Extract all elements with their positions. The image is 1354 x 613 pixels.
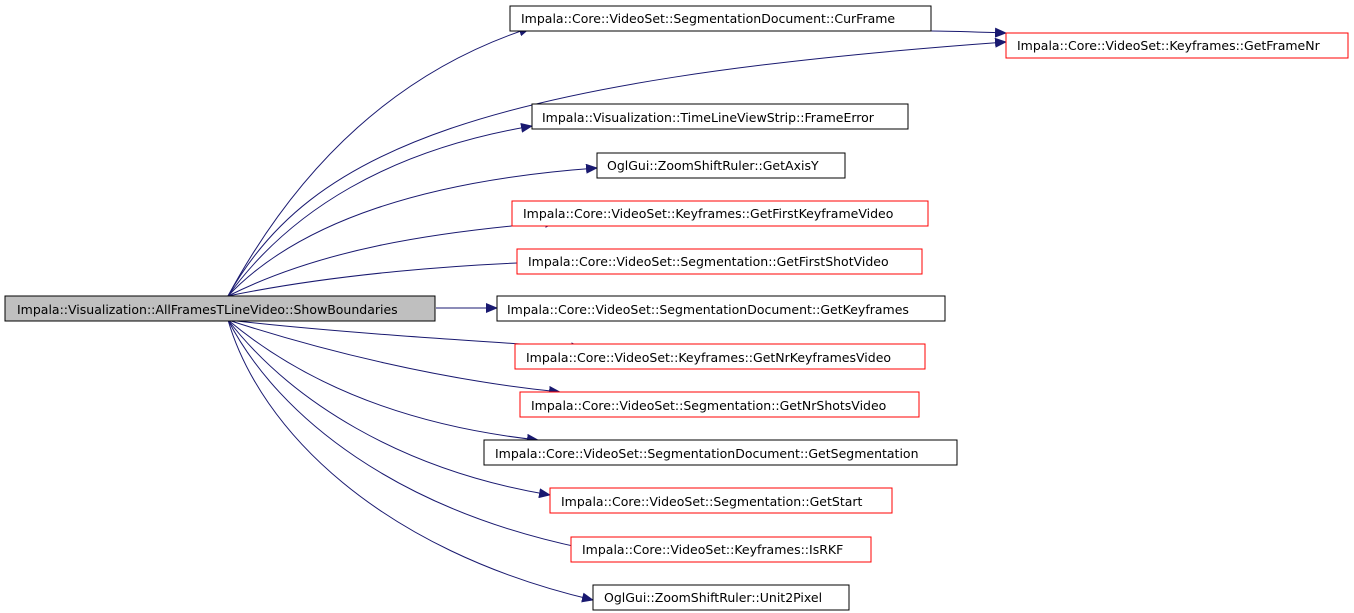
node-getfirstkf[interactable]: Impala::Core::VideoSet::Keyframes::GetFi… [511,200,929,227]
root-node-label: Impala::Visualization::AllFramesTLineVid… [17,302,398,317]
root-node[interactable]: Impala::Visualization::AllFramesTLineVid… [4,295,436,322]
node-getkeyframes[interactable]: Impala::Core::VideoSet::SegmentationDocu… [496,295,946,322]
node-label: Impala::Core::VideoSet::Keyframes::GetFr… [1017,38,1321,53]
node-label: Impala::Core::VideoSet::Keyframes::IsRKF [582,542,843,557]
edge-curframe-to-getframenr [930,27,1007,38]
node-label: Impala::Core::VideoSet::Keyframes::GetFi… [523,206,893,221]
node-getsegmentation[interactable]: Impala::Core::VideoSet::SegmentationDocu… [483,439,958,466]
edge-to-frameerror [227,122,533,297]
node-curframe[interactable]: Impala::Core::VideoSet::SegmentationDocu… [509,5,932,32]
node-getstart[interactable]: Impala::Core::VideoSet::Segmentation::Ge… [549,487,893,514]
node-label: OglGui::ZoomShiftRuler::Unit2Pixel [604,590,822,605]
edge-to-getfirstkf [227,217,557,297]
edge-to-getaxisy [227,163,598,297]
node-label: OglGui::ZoomShiftRuler::GetAxisY [607,158,819,173]
node-getnrkf[interactable]: Impala::Core::VideoSet::Keyframes::GetNr… [514,343,926,370]
edge-to-getsegmentation [227,319,539,444]
node-getfirstshot[interactable]: Impala::Core::VideoSet::Segmentation::Ge… [516,248,923,275]
node-frameerror[interactable]: Impala::Visualization::TimeLineViewStrip… [531,103,909,130]
node-unit2pixel[interactable]: OglGui::ZoomShiftRuler::Unit2Pixel [592,584,850,611]
node-isrkf[interactable]: Impala::Core::VideoSet::Keyframes::IsRKF [570,536,872,563]
node-getaxisy[interactable]: OglGui::ZoomShiftRuler::GetAxisY [596,152,846,179]
edge-to-unit2pixel [227,319,594,603]
call-edges [227,26,1007,603]
node-getnrshots[interactable]: Impala::Core::VideoSet::Segmentation::Ge… [519,391,920,418]
edge-to-curframe [227,26,531,297]
node-label: Impala::Core::VideoSet::Segmentation::Ge… [561,494,863,509]
node-label: Impala::Visualization::TimeLineViewStrip… [542,110,875,125]
node-getframenr[interactable]: Impala::Core::VideoSet::Keyframes::GetFr… [1005,32,1349,59]
node-label: Impala::Core::VideoSet::Keyframes::GetNr… [526,350,891,365]
node-label: Impala::Core::VideoSet::SegmentationDocu… [507,302,909,317]
edge-to-getstart [227,319,551,499]
edge-to-isrkf [227,319,583,551]
node-label: Impala::Core::VideoSet::SegmentationDocu… [521,11,895,26]
node-label: Impala::Core::VideoSet::Segmentation::Ge… [531,398,886,413]
edge-to-getnrshots [227,319,561,396]
edge-to-getframenr-from-root [227,37,1007,297]
node-label: Impala::Core::VideoSet::SegmentationDocu… [495,446,919,461]
node-label: Impala::Core::VideoSet::Segmentation::Ge… [528,254,889,269]
